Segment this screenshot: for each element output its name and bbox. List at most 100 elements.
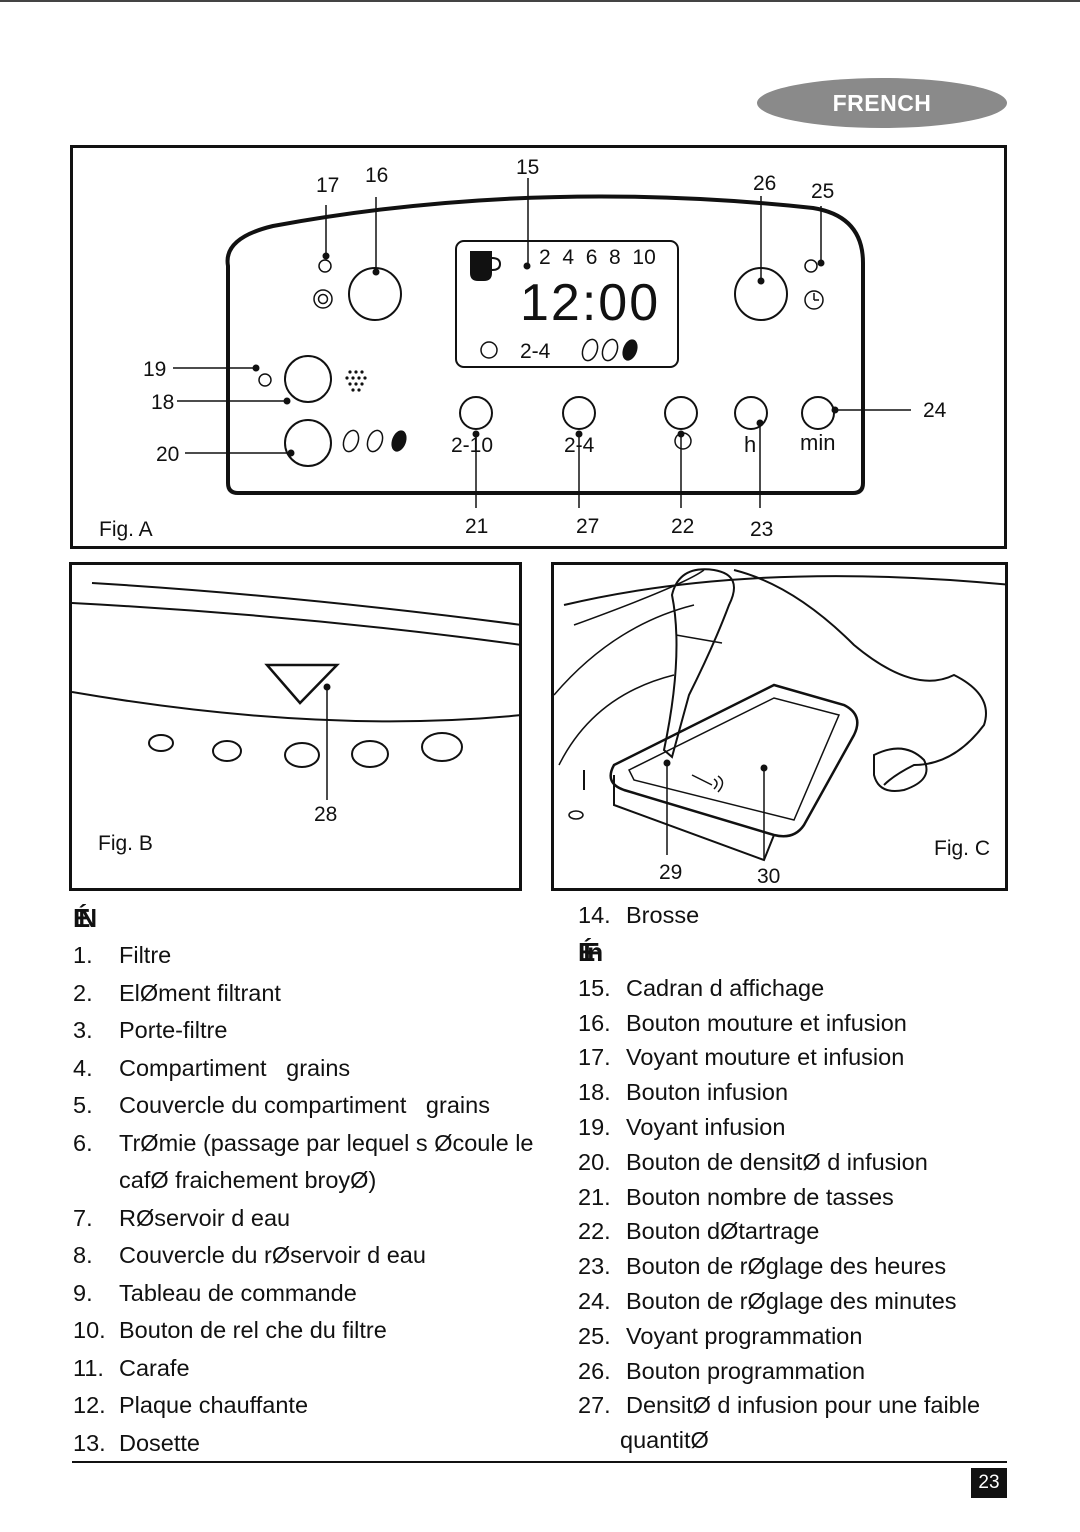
- list-item-text: Bouton dØtartrage: [626, 1218, 820, 1245]
- list-item: 20.Bouton de densitØ d infusion: [578, 1145, 1018, 1180]
- list-item-text: Couvercle du rØservoir d eau: [119, 1242, 426, 1268]
- cup-icon: [470, 251, 492, 281]
- top-rule: [0, 0, 1080, 2]
- list-item-number: 6.: [73, 1129, 93, 1156]
- callout-28: 28: [314, 803, 337, 826]
- hand-outline: [733, 569, 987, 786]
- list-item-text: Compartiment grains: [119, 1054, 351, 1081]
- left-heading: ÉN: [73, 903, 97, 933]
- descale-tray: [609, 683, 859, 838]
- list-item-number: 9.: [73, 1279, 93, 1306]
- list-item-text: Bouton nombre de tasses: [626, 1183, 894, 1210]
- list-item-text: Bouton mouture et infusion: [626, 1009, 907, 1036]
- list-item: 22.Bouton dØtartrage: [578, 1214, 1018, 1249]
- strength-button: [284, 419, 332, 467]
- list-item: 24.Bouton de rØglage des minutes: [578, 1284, 1018, 1319]
- list-item-text: Plaque chauffante: [119, 1392, 309, 1418]
- list-item-number: 19.: [578, 1113, 611, 1140]
- bottom-rule: [72, 1461, 1007, 1463]
- list-item: 26.Bouton programmation: [578, 1354, 1018, 1389]
- list-item: 13. Dosette: [73, 1425, 568, 1463]
- list-item-text: Couvercle du compartiment grains: [119, 1092, 490, 1118]
- list-item-text: Dosette: [119, 1429, 200, 1456]
- list-item-number: 21.: [578, 1183, 611, 1210]
- list-item-number: 7.: [73, 1204, 93, 1231]
- list-item-number: 17.: [578, 1044, 611, 1071]
- display-time: 12:00: [520, 274, 660, 332]
- callout-25: 25: [811, 180, 834, 203]
- right-items: 15.Cadran d affichage 16. Bouton mouture e…: [578, 971, 1018, 1423]
- list-item: 7. RØservoir d eau: [73, 1200, 568, 1238]
- hour-button: [734, 396, 768, 430]
- clock-icon: [804, 290, 824, 310]
- list-item: 18. Bouton infusion: [578, 1075, 1018, 1110]
- list-item-number: 10.: [73, 1317, 106, 1343]
- list-item: 11.Carafe: [73, 1350, 568, 1388]
- setting-1: [148, 734, 174, 752]
- list-item: 15.Cadran d affichage: [578, 971, 1018, 1006]
- program-light: [804, 259, 818, 273]
- display-frame: [455, 240, 679, 368]
- list-item: 17.Voyant mouture et infusion: [578, 1040, 1018, 1075]
- grind-brew-button: [348, 267, 402, 321]
- list-item-text: Cadran d affichage: [626, 974, 825, 1001]
- list-item-text: RØservoir d eau: [119, 1204, 291, 1231]
- list-item: 21. Bouton nombre de tasses: [578, 1180, 1018, 1215]
- callout-29: 29: [659, 861, 682, 884]
- list-item-number: 20.: [578, 1148, 611, 1175]
- list-item: 8.Couvercle du rØservoir d eau: [73, 1237, 568, 1275]
- callout-17: 17: [316, 174, 339, 197]
- list-item-number: 18.: [578, 1079, 611, 1106]
- callout-19: 19: [143, 358, 166, 381]
- callout-26: 26: [753, 172, 776, 195]
- figure-c: 29 30 Fig. C: [551, 562, 1008, 891]
- display-cups: 2 4 6 8 10: [539, 246, 656, 269]
- list-item-text: Voyant programmation: [626, 1322, 863, 1349]
- callout-23: 23: [750, 518, 773, 541]
- list-item-number: 2.: [73, 979, 93, 1006]
- callout-16: 16: [365, 164, 388, 187]
- list-item-number: 4.: [73, 1054, 93, 1081]
- figure-b: 28 Fig. B: [69, 562, 522, 891]
- list-item-text: Bouton de rØglage des heures: [626, 1253, 947, 1280]
- right-heading: ÉFn: [578, 936, 603, 967]
- list-item-number: 3.: [73, 1017, 93, 1043]
- descale-button: [664, 396, 698, 430]
- list-item-number: 12.: [73, 1392, 106, 1418]
- list-item: 10.Bouton de rel che du filtre: [73, 1312, 568, 1350]
- list-item-number: 27.: [578, 1392, 611, 1419]
- list-item-text: Bouton infusion: [626, 1079, 789, 1106]
- list-item: 3.Porte-filtre: [73, 1012, 568, 1050]
- list-item-text: DensitØ d infusion pour une faible: [626, 1392, 981, 1419]
- setting-3: [284, 742, 320, 768]
- beans-icon-display: [581, 338, 638, 362]
- bean-hopper-illustration: 28 Fig. B: [72, 582, 519, 855]
- cups-button: [459, 396, 493, 430]
- callout-24: 24: [923, 399, 947, 422]
- list-item-text: TrØmie (passage par lequel s Øcoule le: [119, 1129, 534, 1156]
- setting-2: [212, 740, 242, 762]
- minute-button: [801, 396, 835, 430]
- pen-tool: [662, 568, 735, 759]
- figure-a-caption: Fig. A: [99, 518, 153, 541]
- callout-18: 18: [151, 391, 174, 414]
- brew-button: [284, 355, 332, 403]
- page-number: 23: [971, 1468, 1007, 1498]
- figure-b-caption: Fig. B: [98, 832, 153, 855]
- brew-light: [258, 373, 272, 387]
- triangle-marker: [264, 663, 340, 705]
- list-item-number: 13.: [73, 1429, 106, 1456]
- list-item-number: 11.: [73, 1354, 104, 1381]
- grind-brew-light: [318, 259, 332, 273]
- list-item-text: Bouton programmation: [626, 1357, 866, 1384]
- language-badge: FRENCH: [757, 78, 1007, 128]
- list-item-number: 1.: [73, 942, 93, 968]
- list-item-number: 16.: [578, 1009, 611, 1036]
- grind-icon: [313, 289, 333, 309]
- left-items-b: 7. RØservoir d eau 8.Couvercle du rØservoi…: [73, 1200, 568, 1463]
- callout-22: 22: [671, 515, 694, 538]
- callout-30: 30: [757, 865, 780, 888]
